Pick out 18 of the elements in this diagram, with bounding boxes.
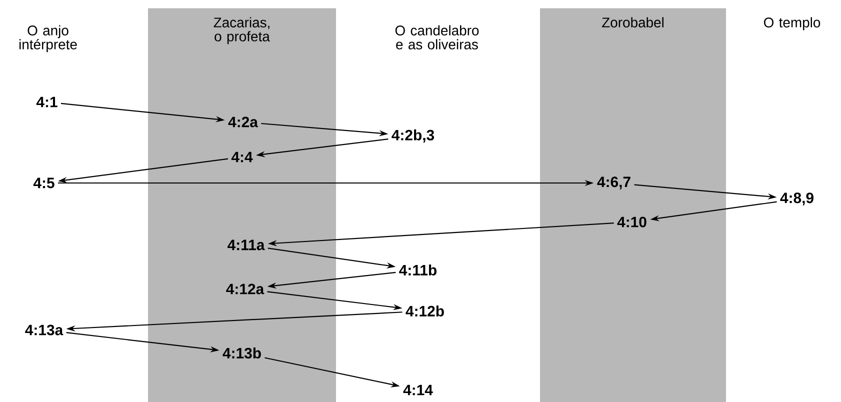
- verse-reference: 4:11a: [228, 240, 265, 250]
- verse-reference: 4:2a: [228, 116, 258, 128]
- verse-reference: 4:14: [403, 384, 433, 396]
- verse-reference: 4:10: [617, 216, 646, 228]
- column-heading: O anjo intérprete: [19, 25, 77, 52]
- verse-reference: 4:12a: [226, 284, 264, 294]
- column-heading: O templo: [764, 17, 820, 30]
- column-heading: O candelabro e as oliveiras: [395, 25, 479, 50]
- verse-reference: 4:11b: [399, 264, 436, 276]
- verse-reference: 4:6,7: [597, 176, 630, 190]
- verse-reference: 4:13a: [25, 324, 64, 336]
- verse-reference: 4:8,9: [780, 192, 814, 206]
- verse-reference: 4:4: [231, 152, 253, 162]
- verse-reference: 4:5: [33, 178, 54, 188]
- verse-reference: 4:12b: [406, 306, 444, 316]
- verse-reference: 4:13b: [222, 348, 261, 358]
- verse-reference: 4:2b,3: [392, 129, 434, 143]
- verse-reference: 4:1: [36, 96, 58, 108]
